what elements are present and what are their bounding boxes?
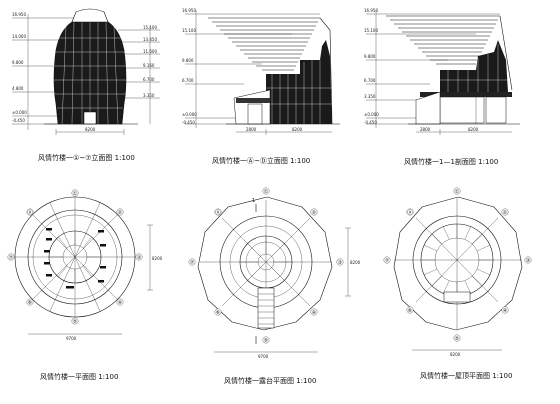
plan1-grid-6: ⑥ <box>28 300 33 306</box>
plan-1-drawing: ① ② ③ ④ ⑤ ⑥ ⑦ Ⓐ 8200 9700 风情竹楼一平面图 1:100 <box>7 189 163 381</box>
elev1-rlevel-3: 11.600 <box>143 49 157 54</box>
plan3-grid-6: ⑥ <box>408 308 413 314</box>
plan3-dim-1: 8200 <box>450 352 461 357</box>
sec1-dim-1: 2800 <box>420 127 431 132</box>
plan-2-drawing: 1 ① ② ③ ④ ⑤ ⑥ ⑦ Ⓐ 8200 9700 风情竹楼一露台平面图 1… <box>188 187 361 385</box>
elev2-level-5: ±0.000 <box>182 112 197 117</box>
elev1-level-3: 9.800 <box>12 60 24 65</box>
plan2-grid-4: ④ <box>312 310 317 316</box>
plan2-grid-5: ⑤ <box>264 338 268 344</box>
sec1-dim-2: 8200 <box>468 127 479 132</box>
plan2-grid-3: ③ <box>338 260 342 266</box>
plan3-grid-7: ⑦ <box>385 258 390 264</box>
plan1-grid-3: ③ <box>137 255 141 261</box>
plan3-grid-1: ① <box>455 189 460 195</box>
plan2-grid-2: ② <box>312 210 317 216</box>
plan1-grid-4: ④ <box>118 300 123 306</box>
plan1-grid-7: ⑦ <box>9 255 14 261</box>
plan1-grid-5: ⑤ <box>73 319 77 325</box>
plan2-dim-2: 9700 <box>258 354 269 359</box>
sec1-level-1: 16.950 <box>364 8 378 13</box>
plan3-grid-2: ② <box>503 210 508 216</box>
section-1-drawing: 16.950 15.100 9.800 6.700 3.350 ±0.000 -… <box>364 8 520 166</box>
elev2-dim-2: 8200 <box>292 127 303 132</box>
elev1-rlevel-6: 3.350 <box>143 93 155 98</box>
sec1-level-4: 6.700 <box>364 78 376 83</box>
plan2-caption: 风情竹楼一露台平面图 1:100 <box>224 376 316 385</box>
plan2-section-mark: 1 <box>252 198 255 204</box>
plan1-dim-1: 8200 <box>152 256 163 261</box>
plan3-caption: 风情竹楼一屋顶平面图 1:100 <box>420 371 512 380</box>
sec1-level-2: 15.100 <box>364 28 378 33</box>
elevation-1-drawing: 16.950 14.000 9.800 4.800 ±0.000 -0.450 … <box>12 8 160 162</box>
elev1-bottom-dim: 8200 <box>85 127 96 132</box>
elevation-2-drawing: 16.950 15.100 9.800 6.700 ±0.000 -0.450 <box>182 8 340 165</box>
plan2-grid-8: Ⓐ <box>215 209 220 216</box>
elev2-level-4: 6.700 <box>182 78 194 83</box>
plan3-grid-4: ④ <box>503 308 508 314</box>
elev2-level-3: 9.800 <box>182 58 194 63</box>
plan-3-drawing: ① ② ③ ④ ⑤ ⑥ ⑦ Ⓐ 8200 风情竹楼一屋顶平面图 1:100 <box>383 187 532 380</box>
plan1-caption: 风情竹楼一平面图 1:100 <box>40 372 118 381</box>
sec1-caption: 风情竹楼一1—1剖面图 1:100 <box>404 157 498 166</box>
sec1-level-5: 3.350 <box>364 94 376 99</box>
elev2-level-6: -0.450 <box>182 120 195 125</box>
sec1-level-7: -0.450 <box>364 120 377 125</box>
elev2-level-2: 15.100 <box>182 28 196 33</box>
sec1-level-6: ±0.000 <box>364 112 379 117</box>
plan1-grid-2: ② <box>118 210 123 216</box>
plan2-grid-1: ① <box>264 189 269 195</box>
elev1-rlevel-2: 13.450 <box>143 37 157 42</box>
plan1-grid-8: Ⓐ <box>27 209 32 216</box>
elev2-level-1: 16.950 <box>182 8 196 13</box>
elev1-caption: 风情竹楼一①~⑦立面图 1:100 <box>38 153 135 162</box>
plan3-grid-5: ⑤ <box>455 336 459 342</box>
elev1-level-1: 16.950 <box>12 12 26 17</box>
elev1-level-2: 14.000 <box>12 34 26 39</box>
elev1-level-4: 4.800 <box>12 86 24 91</box>
sec1-level-3: 9.800 <box>364 54 376 59</box>
plan2-grid-6: ⑥ <box>216 310 221 316</box>
elev1-rlevel-4: 9.160 <box>143 63 155 68</box>
plan1-dim-2: 9700 <box>66 336 77 341</box>
elev1-level-5: ±0.000 <box>12 110 27 115</box>
plan3-grid-8: Ⓐ <box>407 209 412 216</box>
elev1-rlevel-1: 15.100 <box>143 25 157 30</box>
elev1-rlevel-5: 6.700 <box>143 77 155 82</box>
plan3-grid-3: ③ <box>526 258 530 264</box>
elev2-caption: 风情竹楼一Ⓐ~Ⓓ立面图 1:100 <box>212 156 310 165</box>
plan1-grid-1: ① <box>73 191 78 197</box>
elev2-dim-1: 2800 <box>246 127 257 132</box>
plan2-dim-1: 8200 <box>350 260 361 265</box>
plan2-grid-7: ⑦ <box>190 260 195 266</box>
elev1-level-6: -0.450 <box>12 118 25 123</box>
